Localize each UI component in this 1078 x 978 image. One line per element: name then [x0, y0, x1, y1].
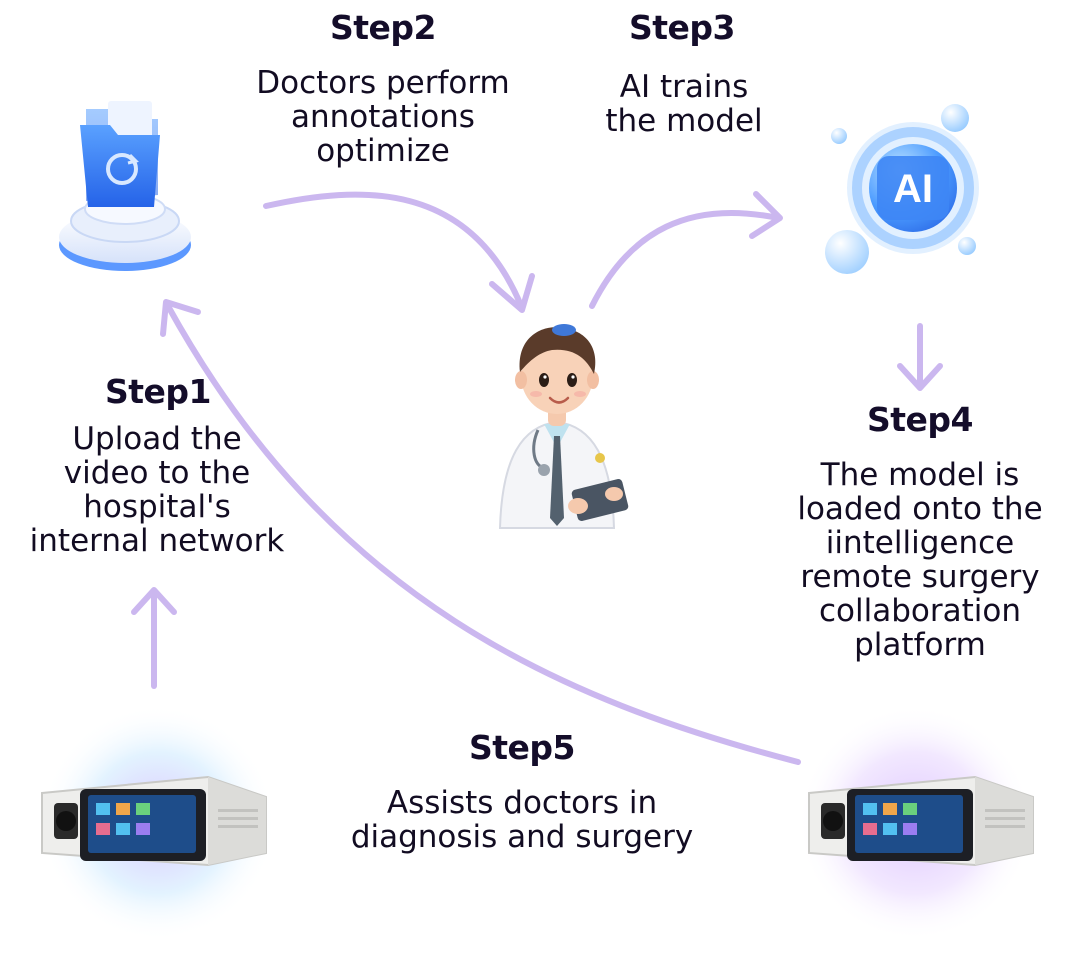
step1-line: video to the [63, 455, 251, 491]
step4-line: loaded onto the [797, 491, 1043, 527]
doctor-icon [498, 324, 629, 529]
step4-line: The model is [820, 457, 1020, 493]
step4-description: The model is loaded onto the iintelligen… [797, 458, 1042, 662]
ai-badge-label: AI [893, 167, 933, 211]
step2-title: Step2 [329, 8, 437, 47]
step1-line: internal network [29, 523, 285, 559]
step2-line: annotations [291, 99, 475, 135]
step4-line: platform [854, 627, 986, 663]
step4-title: Step4 [866, 400, 974, 439]
step3-line: AI trains [619, 69, 749, 105]
step3-description: AI trains the model [605, 70, 762, 138]
step5-line: Assists doctors in [386, 785, 658, 821]
step2-description: Doctors perform annotations optimize [256, 66, 510, 168]
step4-line: collaboration [818, 593, 1021, 629]
arrow-step3 [589, 209, 781, 309]
step5-line: diagnosis and surgery [350, 819, 694, 855]
step2-line: optimize [316, 133, 450, 169]
arrow-step5 [165, 303, 801, 765]
medical-device-icon [40, 705, 276, 941]
step3-title: Step3 [628, 8, 736, 47]
ai-sphere-icon: AI [825, 104, 979, 274]
step1-line: hospital's [83, 489, 231, 525]
medical-device-icon-right [797, 705, 1034, 941]
step2-line: Doctors perform [256, 65, 510, 101]
step4-line: iintelligence [825, 525, 1015, 561]
step1-line: Upload the [72, 421, 242, 457]
step3-line: the model [605, 103, 763, 139]
folder-sync-icon [59, 101, 191, 271]
step1-description: Upload the video to the hospital's inter… [30, 422, 285, 558]
arrow-step2 [263, 191, 525, 311]
step5-description: Assists doctors in diagnosis and surgery [351, 786, 693, 854]
step4-line: remote surgery [800, 559, 1040, 595]
step1-title: Step1 [104, 372, 212, 411]
step5-title: Step5 [468, 728, 576, 767]
